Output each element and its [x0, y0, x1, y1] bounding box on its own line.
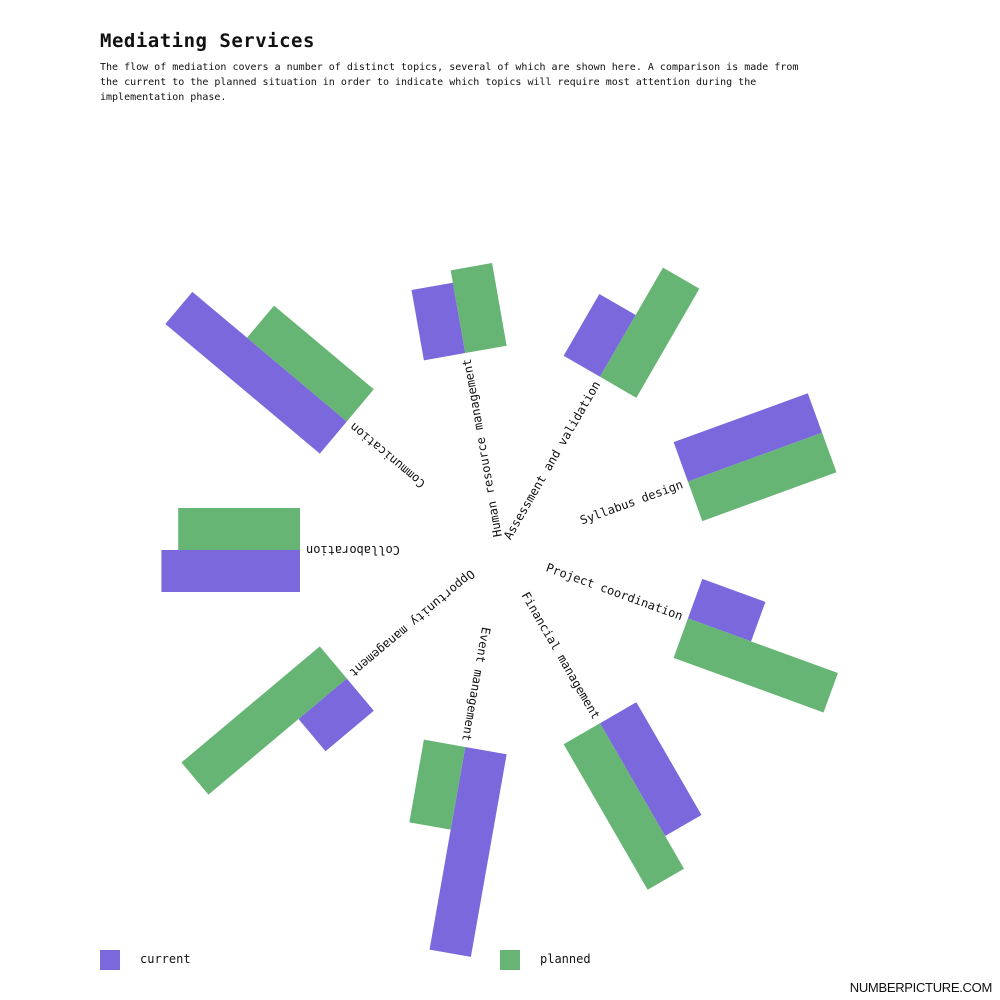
label-group-opportunity-management: Opportunity management: [347, 567, 478, 680]
category-label: Communication: [347, 420, 428, 491]
label-group-human-resource-management: Human resource management: [460, 358, 505, 538]
bar-group-event-management: [409, 739, 507, 957]
bar-current-human-resource-management: [411, 282, 466, 361]
bar-current-opportunity-management: [298, 678, 374, 752]
legend-label-planned: planned: [540, 952, 591, 966]
bar-group-financial-management: [563, 702, 702, 890]
bar-group-human-resource-management: [411, 263, 507, 361]
bar-planned-project-coordination: [673, 618, 838, 713]
category-label: Collaboration: [306, 543, 400, 557]
bar-current-communication: [165, 291, 347, 454]
bar-group-assessment-and-validation: [563, 267, 700, 398]
bar-group-opportunity-management: [181, 646, 374, 795]
credit-text: NUMBERPICTURE.COM: [849, 980, 993, 995]
bar-planned-financial-management: [563, 723, 684, 890]
bar-planned-collaboration: [178, 508, 300, 550]
category-label: Financial management: [519, 589, 603, 721]
legend-swatch-planned: [500, 950, 520, 970]
bar-group-collaboration: [161, 508, 300, 592]
bar-current-project-coordination: [687, 578, 766, 642]
bar-group-communication: [165, 291, 374, 454]
chart-description: The flow of mediation covers a number of…: [100, 62, 799, 103]
bar-planned-event-management: [409, 739, 466, 830]
bar-planned-opportunity-management: [181, 646, 347, 795]
bar-group-project-coordination: [673, 578, 838, 713]
bars-layer: [161, 263, 838, 957]
legend-label-current: current: [140, 952, 191, 966]
category-label: Event management: [459, 626, 493, 742]
category-label: Opportunity management: [347, 567, 478, 680]
category-label: Syllabus design: [578, 477, 685, 527]
category-label: Project coordination: [544, 561, 685, 624]
legend-swatch-current: [100, 950, 120, 970]
label-group-event-management: Event management: [459, 626, 493, 742]
bar-planned-human-resource-management: [450, 263, 507, 354]
label-group-syllabus-design: Syllabus design: [578, 477, 685, 527]
bar-current-financial-management: [600, 702, 702, 836]
label-group-financial-management: Financial management: [519, 589, 603, 721]
bar-current-syllabus-design: [673, 393, 823, 482]
bar-current-assessment-and-validation: [563, 293, 636, 377]
bar-planned-syllabus-design: [687, 432, 837, 522]
page-title: Mediating Services: [100, 30, 315, 52]
bar-planned-communication: [247, 305, 374, 422]
bar-group-syllabus-design: [673, 393, 837, 522]
category-label: Human resource management: [460, 358, 505, 538]
bar-current-event-management: [429, 746, 507, 957]
label-group-project-coordination: Project coordination: [544, 561, 685, 624]
label-group-communication: Communication: [347, 420, 428, 491]
label-group-collaboration: Collaboration: [306, 543, 400, 557]
bar-planned-assessment-and-validation: [600, 267, 700, 398]
bar-current-collaboration: [161, 550, 300, 592]
